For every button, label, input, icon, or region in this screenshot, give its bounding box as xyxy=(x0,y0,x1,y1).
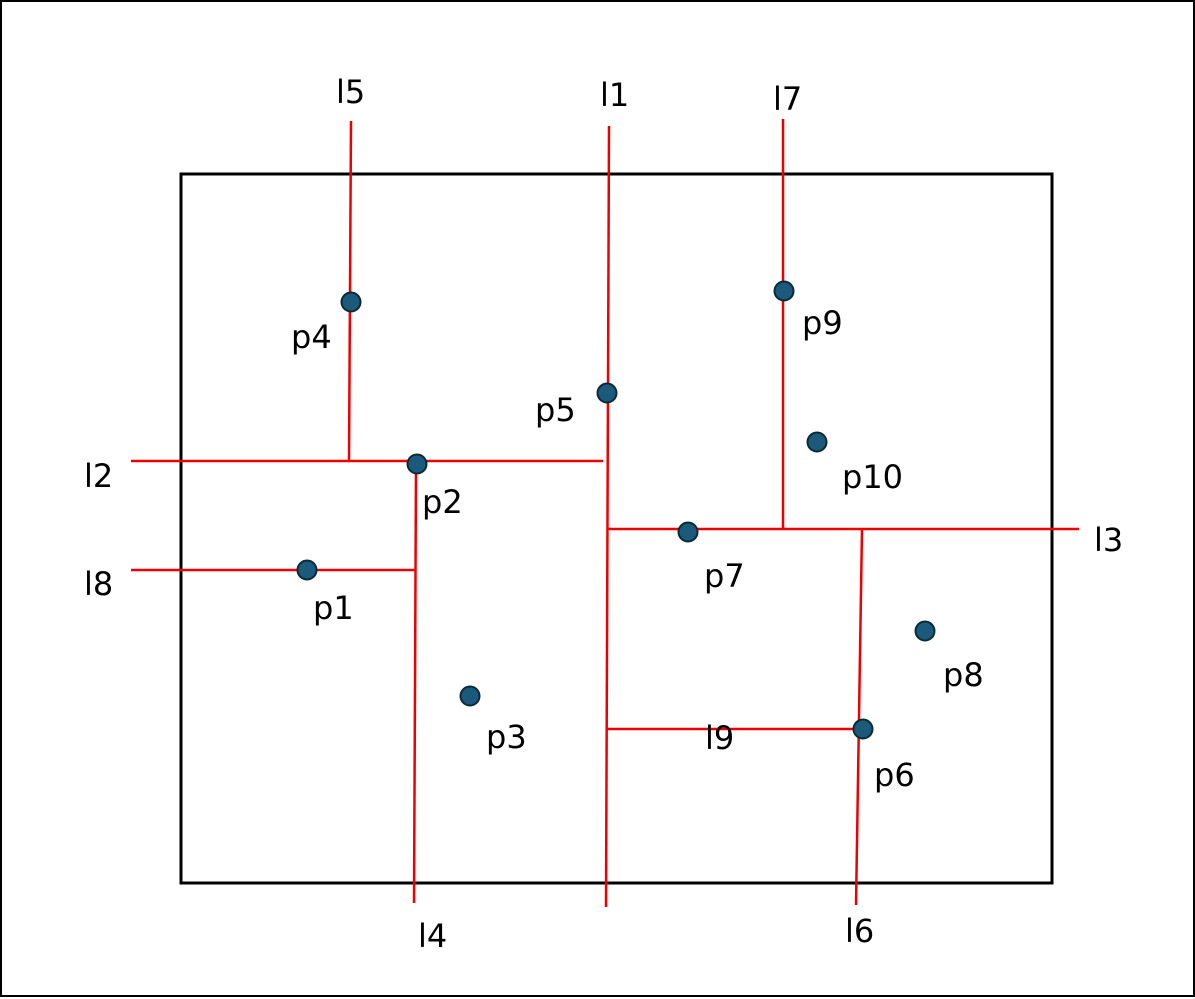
line-label-l9: l9 xyxy=(705,719,734,757)
point-p5 xyxy=(596,382,618,404)
line-label-l3: l3 xyxy=(1094,521,1123,559)
line-l4 xyxy=(412,465,418,904)
line-l5 xyxy=(347,120,353,462)
point-label-p5: p5 xyxy=(535,391,576,429)
line-l1 xyxy=(604,125,611,908)
line-label-l1: l1 xyxy=(600,76,629,114)
point-label-p4: p4 xyxy=(291,318,332,356)
line-label-l8: l8 xyxy=(84,565,113,603)
point-p9 xyxy=(773,280,795,302)
point-p2 xyxy=(406,453,428,475)
line-label-l6: l6 xyxy=(845,912,874,950)
point-label-p1: p1 xyxy=(313,589,354,627)
point-p4 xyxy=(340,291,362,313)
point-p1 xyxy=(296,559,318,581)
line-l6 xyxy=(854,528,864,906)
point-label-p3: p3 xyxy=(486,718,527,756)
point-label-p10: p10 xyxy=(842,458,903,496)
line-labels: l1 l2 l3 l4 l5 l6 l7 l8 l9 xyxy=(84,73,1123,955)
data-points xyxy=(296,280,936,740)
point-p10 xyxy=(806,431,828,453)
point-p8 xyxy=(914,620,936,642)
point-labels: p1 p2 p3 p4 p5 p6 p7 p8 p9 p10 xyxy=(291,304,984,794)
point-label-p9: p9 xyxy=(802,304,843,342)
point-label-p8: p8 xyxy=(943,656,984,694)
point-label-p6: p6 xyxy=(874,756,915,794)
point-label-p2: p2 xyxy=(422,483,463,521)
point-p3 xyxy=(459,685,481,707)
point-label-p7: p7 xyxy=(704,557,745,595)
line-label-l2: l2 xyxy=(84,457,113,495)
split-lines xyxy=(131,119,1079,908)
point-p7 xyxy=(677,521,699,543)
line-label-l4: l4 xyxy=(418,917,447,955)
point-p6 xyxy=(852,718,874,740)
line-label-l7: l7 xyxy=(773,80,802,118)
line-label-l5: l5 xyxy=(336,73,365,111)
